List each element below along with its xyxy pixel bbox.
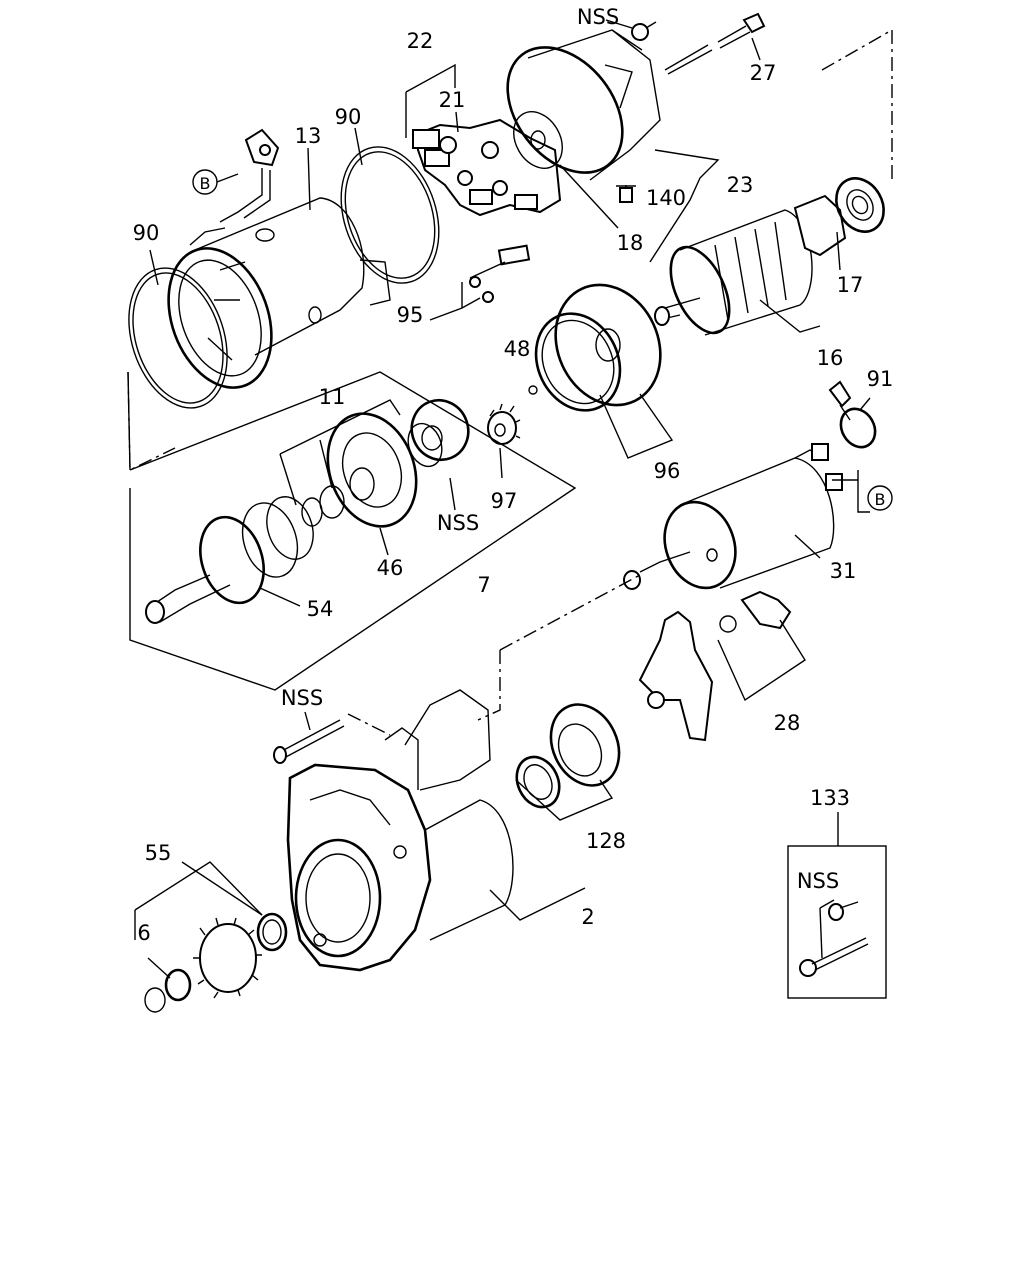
label-6: 6 [137,921,150,945]
label-28: 28 [774,711,801,735]
label-17: 17 [837,273,864,297]
bearing-17 [835,177,885,233]
label-ref-b-right: B [875,490,886,509]
label-48: 48 [504,337,531,361]
ball-48 [528,385,538,395]
label-18: 18 [617,231,644,255]
screw-140 [616,185,636,203]
lead-wire-91 [828,380,877,449]
label-31: 31 [830,559,857,583]
label-23: 23 [727,173,754,197]
bolt-nss [273,719,345,764]
drive-shaft-54 [145,496,314,624]
label-133: 133 [810,786,850,810]
label-54: 54 [307,597,334,621]
leader-lines [127,63,871,979]
shift-lever-28 [638,590,792,742]
armature-16 [654,194,847,336]
pinion-55 [193,917,262,999]
center-bracket-96 [534,283,662,412]
brush-spring-95 [469,244,531,303]
planetary-carrier [410,398,470,462]
internal-gear-46 [326,412,418,528]
pinion-gear-97 [487,403,521,445]
label-11: 11 [319,385,346,409]
o-ring-90-right [340,146,440,284]
label-nss-mid: NSS [437,511,479,535]
label-7: 7 [477,573,490,597]
collar-55 [256,912,288,952]
label-95: 95 [397,303,424,327]
label-90-left: 90 [133,221,160,245]
screw-nss-top [605,19,657,41]
rings-6 [144,968,192,1013]
front-housing-2 [286,689,514,972]
label-21: 21 [439,88,466,112]
kit-133-box [787,845,887,999]
label-96: 96 [654,459,681,483]
o-ring-90-left [128,267,228,409]
rear-cover [506,29,661,181]
label-55: 55 [145,841,172,865]
label-140: 140 [646,186,686,210]
through-bolt-27 [664,12,766,75]
brush-holder [412,118,562,217]
label-22: 22 [407,29,434,53]
label-97: 97 [491,489,518,513]
washer-18 [513,111,563,169]
label-128: 128 [586,829,626,853]
magnetic-switch-31 [623,443,843,590]
label-13: 13 [295,124,322,148]
label-46: 46 [377,556,404,580]
label-16: 16 [817,346,844,370]
label-27: 27 [750,61,777,85]
yoke-housing-13 [167,197,391,389]
label-nss-box: NSS [797,869,839,893]
label-nss-top: NSS [577,5,619,29]
label-ref-b-left: B [200,174,211,193]
label-nss-bolt: NSS [281,686,323,710]
bearing-128 [515,703,621,809]
ref-b-circle-right [867,485,893,511]
label-90-right: 90 [335,105,362,129]
terminal-lead [219,128,280,223]
label-2: 2 [581,905,594,929]
label-91: 91 [867,367,894,391]
washers-11 [301,422,443,527]
